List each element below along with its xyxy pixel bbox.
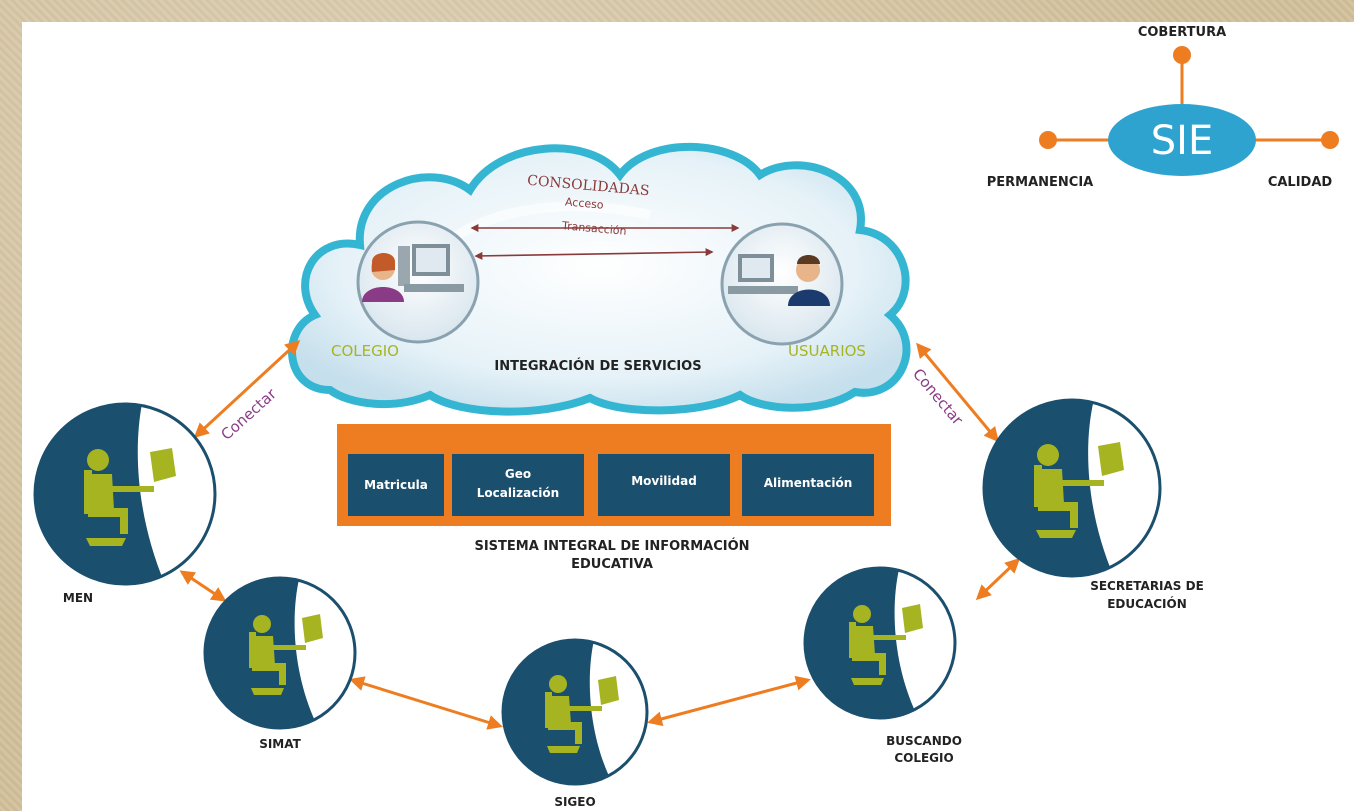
- simat-outline: [203, 576, 357, 730]
- arrow-simat-sigeo: [349, 676, 503, 730]
- conectar-right-label: Conectar: [909, 365, 967, 429]
- colegio-tower-icon: [398, 246, 410, 286]
- system-title-line2: EDUCATIVA: [571, 557, 653, 572]
- arrow-sigeo-buscando: [647, 675, 811, 727]
- colegio-desk: [404, 284, 464, 292]
- module-geo-label-2: Localización: [477, 486, 559, 500]
- secretarias-outline: [982, 398, 1162, 578]
- sie-node-right: [1321, 131, 1339, 149]
- arrow-buscando-secretarias: [975, 557, 1021, 601]
- sigeo-label: SIGEO: [554, 795, 595, 809]
- colegio-circle: [356, 220, 480, 344]
- module-movilidad-box: [598, 454, 730, 516]
- node-men: [33, 402, 217, 586]
- sie-node-top: [1173, 46, 1191, 64]
- node-simat: [203, 576, 357, 730]
- cloud-transaccion-label: Transacción: [561, 219, 628, 238]
- arrow-men-simat: [179, 570, 227, 602]
- node-secretarias: [982, 398, 1162, 578]
- usuarios-screen: [742, 258, 770, 278]
- colegio-label: COLEGIO: [331, 342, 399, 360]
- sie-node-left: [1039, 131, 1057, 149]
- men-outline: [33, 402, 217, 586]
- modules-bar: Matricula Geo Localización Movilidad Ali…: [337, 424, 891, 526]
- services-cloud: CONSOLIDADAS Acceso Transacción COLEGIO: [288, 142, 911, 416]
- colegio-screen: [416, 248, 446, 272]
- usuarios-person-hair: [797, 255, 820, 264]
- sie-left-label: PERMANENCIA: [987, 175, 1094, 190]
- usuarios-label: USUARIOS: [788, 342, 866, 360]
- sie-ellipse: [1108, 104, 1256, 176]
- module-geo-box: [452, 454, 584, 516]
- colegio-person-hair: [372, 253, 395, 272]
- buscando-person-icon: [849, 604, 923, 685]
- transaccion-arrow: [474, 248, 714, 260]
- module-matricula-box: [348, 454, 444, 516]
- buscando-label-2: COLEGIO: [894, 751, 953, 765]
- node-buscando-colegio: [803, 566, 957, 720]
- simat-person-icon: [249, 614, 323, 695]
- secretarias-person-icon: [1034, 442, 1124, 538]
- integracion-label: INTEGRACIÓN DE SERVICIOS: [494, 358, 701, 374]
- sie-right-label: CALIDAD: [1268, 175, 1333, 190]
- secretarias-label-1: SECRETARIAS DE: [1090, 579, 1204, 593]
- system-title-line1: SISTEMA INTEGRAL DE INFORMACIÓN: [474, 538, 749, 554]
- sie-compass: SIE COBERTURA PERMANENCIA CALIDAD: [987, 25, 1339, 190]
- men-person-icon: [84, 448, 176, 546]
- cloud-acceso-label: Acceso: [564, 195, 604, 211]
- sie-top-label: COBERTURA: [1138, 25, 1226, 40]
- colegio-avatar: [356, 220, 480, 344]
- sigeo-outline: [501, 638, 649, 786]
- usuarios-desk: [728, 286, 798, 294]
- usuarios-circle: [720, 222, 844, 346]
- usuarios-person-body-icon: [788, 289, 830, 306]
- module-alimentacion-label: Alimentación: [764, 476, 853, 490]
- module-alimentacion-box: [742, 454, 874, 516]
- buscando-label-1: BUSCANDO: [886, 734, 962, 748]
- conectar-left-arrow: [193, 339, 301, 439]
- module-movilidad-label: Movilidad: [631, 474, 697, 488]
- secretarias-label-2: EDUCACIÓN: [1107, 596, 1187, 611]
- colegio-person-body-icon: [362, 287, 404, 302]
- buscando-outline: [803, 566, 957, 720]
- sie-center-label: SIE: [1151, 118, 1213, 164]
- node-sigeo: [501, 638, 649, 786]
- men-label: MEN: [63, 591, 93, 605]
- simat-label: SIMAT: [259, 737, 301, 751]
- conectar-right-arrow: [916, 342, 999, 443]
- module-geo-label-1: Geo: [505, 467, 531, 481]
- sigeo-person-icon: [545, 675, 619, 753]
- cloud-shape: [288, 142, 911, 416]
- conectar-left-label: Conectar: [217, 384, 280, 443]
- module-matricula-label: Matricula: [364, 478, 428, 492]
- usuarios-avatar: [720, 222, 844, 346]
